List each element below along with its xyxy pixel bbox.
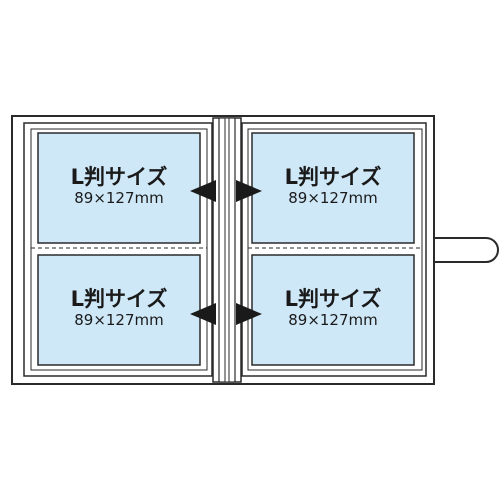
photo-dimension-label: 89×127mm [288,189,378,207]
arrow-left-icon [190,303,216,325]
photo-size-label: L判サイズ [285,287,382,311]
photo-pocket-bottom-left: L判サイズ 89×127mm [37,254,201,366]
photo-dimension-label: 89×127mm [288,311,378,329]
arrow-right-icon [236,180,262,202]
photo-dimension-label: 89×127mm [74,311,164,329]
arrow-left-icon [190,180,216,202]
photo-pocket-top-left: L判サイズ 89×127mm [37,132,201,244]
photo-dimension-label: 89×127mm [74,189,164,207]
album-clasp [429,237,499,263]
arrow-right-icon [236,303,262,325]
photo-size-label: L判サイズ [285,165,382,189]
photo-pocket-bottom-right: L判サイズ 89×127mm [251,254,415,366]
album-spine [212,117,242,383]
photo-size-label: L判サイズ [71,287,168,311]
photo-pocket-top-right: L判サイズ 89×127mm [251,132,415,244]
photo-size-label: L判サイズ [71,165,168,189]
